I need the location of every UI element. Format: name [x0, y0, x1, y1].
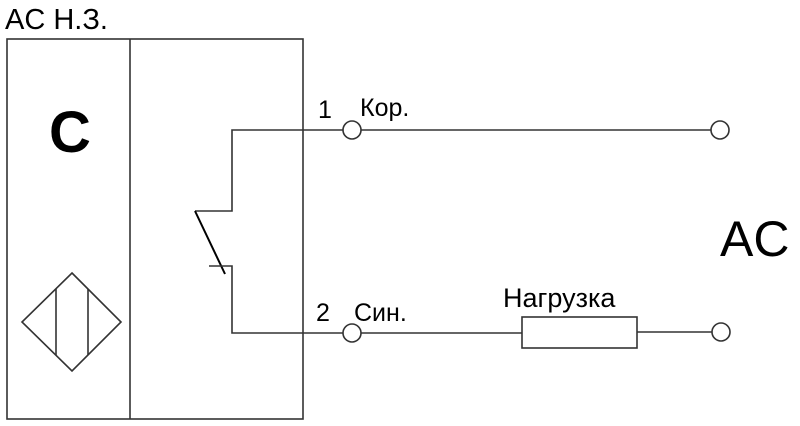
- terminal-2-number: 2: [316, 299, 330, 327]
- terminal-1-number: 1: [318, 96, 332, 124]
- sensor-type-letter: C: [49, 100, 91, 165]
- normally-closed-switch-icon: [194, 129, 352, 334]
- terminal-2-label: Син.: [354, 299, 407, 327]
- terminal-2-icon: [342, 323, 362, 343]
- sensor-body: [6, 38, 304, 420]
- supply-terminal-bottom-icon: [711, 322, 731, 342]
- diagram-title: AC Н.З.: [5, 4, 108, 36]
- terminal-1-label: Кор.: [360, 94, 409, 122]
- wire-terminal-2: [342, 316, 731, 349]
- wire-terminal-1: [342, 120, 730, 140]
- capacitive-sensor-icon: [20, 271, 123, 373]
- supply-terminal-top-icon: [710, 120, 730, 140]
- load-label: Нагрузка: [503, 283, 616, 313]
- terminal-1-icon: [342, 120, 362, 140]
- load-resistor-icon: [521, 316, 638, 349]
- supply-label: AC: [720, 211, 789, 267]
